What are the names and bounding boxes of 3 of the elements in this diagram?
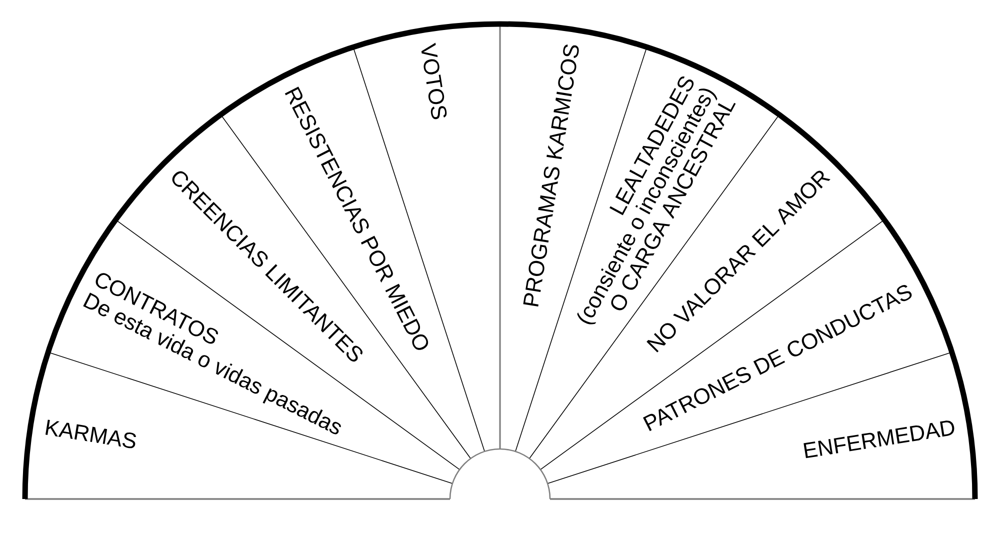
sector-label: VOTOS (421, 42, 447, 120)
sector-label: PROGRAMAS KARMICOS (523, 44, 579, 306)
sector-label: KARMAS (46, 420, 136, 448)
